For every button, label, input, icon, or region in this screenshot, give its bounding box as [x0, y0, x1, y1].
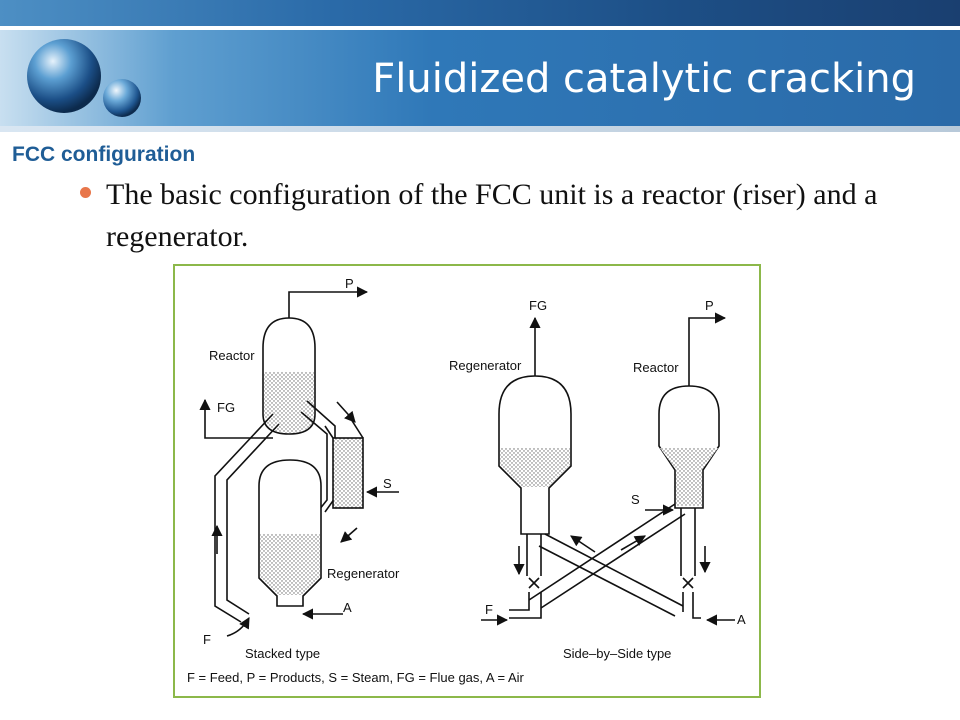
slide-title: Fluidized catalytic cracking — [372, 56, 916, 102]
figure-legend: F = Feed, P = Products, S = Steam, FG = … — [187, 670, 525, 685]
sbs-air-label: A — [737, 612, 746, 627]
sbs-regenerator-catalyst — [500, 448, 570, 487]
stacked-unit — [199, 286, 399, 637]
bullet-icon — [80, 187, 91, 198]
fcc-diagram-frame: P Reactor FG S Regenerator A F Stacked t… — [173, 264, 761, 698]
stacked-stripper — [332, 437, 364, 509]
sbs-regen-valve — [528, 577, 540, 589]
sbs-reactor-vessel — [658, 385, 720, 509]
title-bar-divider — [0, 126, 960, 132]
sbs-reactor-valve — [682, 577, 694, 589]
sbs-caption: Side–by–Side type — [563, 646, 671, 661]
sbs-regen-bottom — [509, 592, 542, 619]
stacked-reactor-label: Reactor — [209, 348, 255, 363]
bullet-text: The basic configuration of the FCC unit … — [106, 178, 878, 253]
sbs-cross-flow-arrow-2 — [620, 535, 646, 551]
sbs-product-line — [688, 312, 727, 386]
stacked-product-label: P — [345, 276, 354, 291]
stacked-return-arrow — [340, 527, 358, 543]
stacked-steam-label: S — [383, 476, 392, 491]
sbs-regen-standpipe — [526, 534, 542, 576]
sbs-crossover-1 — [538, 533, 684, 617]
sbs-reactor-label: Reactor — [633, 360, 679, 375]
stacked-riser-inner — [226, 423, 280, 615]
sbs-product-label: P — [705, 298, 714, 313]
sbs-steam-label: S — [631, 492, 640, 507]
sbs-fluegas-label: FG — [529, 298, 547, 313]
stacked-feed-label: F — [203, 632, 211, 647]
stacked-downflow-arrow — [336, 401, 356, 423]
title-bar — [0, 30, 960, 126]
section-heading: FCC configuration — [12, 143, 196, 166]
sbs-reactor-bottom — [682, 592, 701, 619]
stacked-fluegas-label: FG — [217, 400, 235, 415]
stacked-feed-arrow — [226, 617, 250, 637]
logo-icon — [27, 39, 141, 117]
sbs-feed-label: F — [485, 602, 493, 617]
sbs-crossover-2 — [528, 503, 686, 609]
sbs-reactor-standpipe — [680, 508, 696, 576]
stacked-product-line — [288, 286, 369, 318]
fcc-diagram: P Reactor FG S Regenerator A F Stacked t… — [187, 276, 746, 685]
side-by-side-unit — [481, 312, 735, 626]
stacked-riser-outer — [214, 413, 274, 623]
sbs-cross-flow-arrow-1 — [570, 535, 596, 553]
stacked-caption: Stacked type — [245, 646, 320, 661]
stacked-regenerator-label: Regenerator — [327, 566, 400, 581]
stacked-air-label: A — [343, 600, 352, 615]
top-band — [0, 0, 960, 26]
stacked-regenerator-catalyst — [260, 534, 320, 595]
sbs-reactor-catalyst — [660, 448, 718, 506]
sbs-regenerator-label: Regenerator — [449, 358, 522, 373]
stacked-reactor-catalyst — [264, 372, 314, 433]
